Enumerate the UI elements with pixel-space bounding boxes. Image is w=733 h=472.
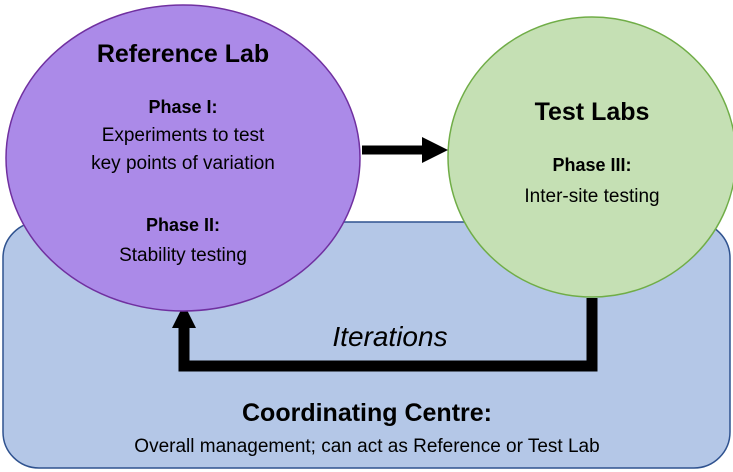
- phase1-line1: Experiments to test: [102, 125, 265, 146]
- reference-to-test-arrowhead: [422, 137, 448, 163]
- reference-lab-circle: [5, 4, 361, 312]
- iterations-arrowhead: [172, 304, 196, 328]
- phase1-label: Phase I:: [148, 97, 217, 117]
- coordinating-centre-subtitle: Overall management; can act as Reference…: [134, 436, 599, 457]
- reference-lab-title: Reference Lab: [97, 40, 269, 68]
- phase2-label: Phase II:: [146, 215, 220, 235]
- test-labs-circle: [447, 16, 733, 298]
- iterations-arrow: [178, 298, 598, 372]
- phase3-label: Phase III:: [552, 155, 631, 175]
- phase3-line1: Inter-site testing: [524, 186, 659, 207]
- coordinating-centre-title: Coordinating Centre:: [242, 399, 492, 427]
- iterations-label: Iterations: [332, 321, 447, 352]
- phase2-line1: Stability testing: [119, 245, 247, 266]
- phase1-line2: key points of variation: [91, 153, 275, 174]
- test-labs-title: Test Labs: [535, 98, 650, 126]
